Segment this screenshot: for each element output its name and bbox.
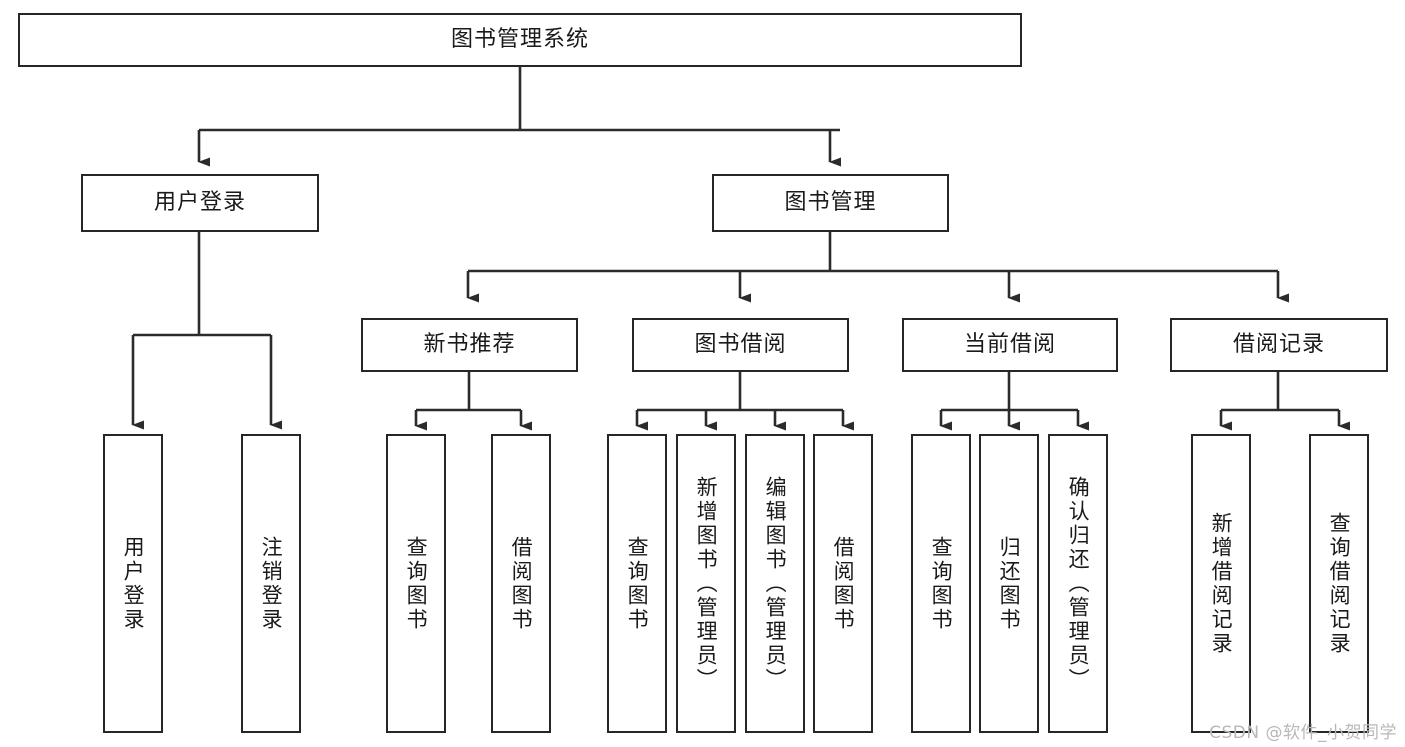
node-leaf-confirm-return[interactable]: 确认归还（管理员） [1048,434,1108,733]
node-leaf-query-book-current-label: 查询图书 [929,535,954,632]
node-leaf-edit-book-label: 编辑图书（管理员） [763,475,788,692]
node-leaf-return-book-label: 归还图书 [997,535,1022,632]
node-borrow-record-label: 借阅记录 [1232,332,1325,358]
node-leaf-edit-book[interactable]: 编辑图书（管理员） [745,434,805,733]
node-new-book-recommend[interactable]: 新书推荐 [361,318,578,372]
node-current-borrow[interactable]: 当前借阅 [902,318,1118,372]
node-leaf-confirm-return-label: 确认归还（管理员） [1066,475,1091,692]
node-leaf-add-borrow-record-label: 新增借阅记录 [1209,511,1234,656]
node-book-manage-label: 图书管理 [784,190,877,216]
node-user-login[interactable]: 用户登录 [81,174,319,232]
node-leaf-user-login-label: 用户登录 [121,535,146,632]
node-leaf-borrow-book-recommend[interactable]: 借阅图书 [491,434,551,733]
node-book-borrow[interactable]: 图书借阅 [632,318,849,372]
node-leaf-query-book-recommend-label: 查询图书 [404,535,429,632]
node-book-borrow-label: 图书借阅 [694,332,787,358]
node-leaf-add-book-label: 新增图书（管理员） [694,475,719,692]
node-current-borrow-label: 当前借阅 [963,332,1056,358]
node-leaf-query-book-borrow[interactable]: 查询图书 [607,434,667,733]
node-new-book-recommend-label: 新书推荐 [423,332,516,358]
csdn-watermark: CSDN @软件_小贺同学 [1209,723,1397,743]
node-root-system-label: 图书管理系统 [450,27,589,53]
node-leaf-add-borrow-record[interactable]: 新增借阅记录 [1191,434,1251,733]
node-leaf-user-logout-label: 注销登录 [259,535,284,632]
node-leaf-return-book[interactable]: 归还图书 [979,434,1039,733]
node-leaf-query-book-recommend[interactable]: 查询图书 [386,434,446,733]
node-book-manage[interactable]: 图书管理 [712,174,949,232]
node-leaf-query-borrow-record-label: 查询借阅记录 [1327,511,1352,656]
node-user-login-label: 用户登录 [153,190,246,216]
node-leaf-user-logout[interactable]: 注销登录 [241,434,301,733]
node-leaf-borrow-book-label: 借阅图书 [831,535,856,632]
node-leaf-user-login[interactable]: 用户登录 [103,434,163,733]
node-borrow-record[interactable]: 借阅记录 [1170,318,1388,372]
node-leaf-query-book-borrow-label: 查询图书 [625,535,650,632]
node-leaf-query-book-current[interactable]: 查询图书 [911,434,971,733]
node-leaf-borrow-book-recommend-label: 借阅图书 [509,535,534,632]
node-root-system[interactable]: 图书管理系统 [18,13,1022,67]
node-leaf-borrow-book[interactable]: 借阅图书 [813,434,873,733]
node-leaf-add-book[interactable]: 新增图书（管理员） [676,434,736,733]
node-leaf-query-borrow-record[interactable]: 查询借阅记录 [1309,434,1369,733]
